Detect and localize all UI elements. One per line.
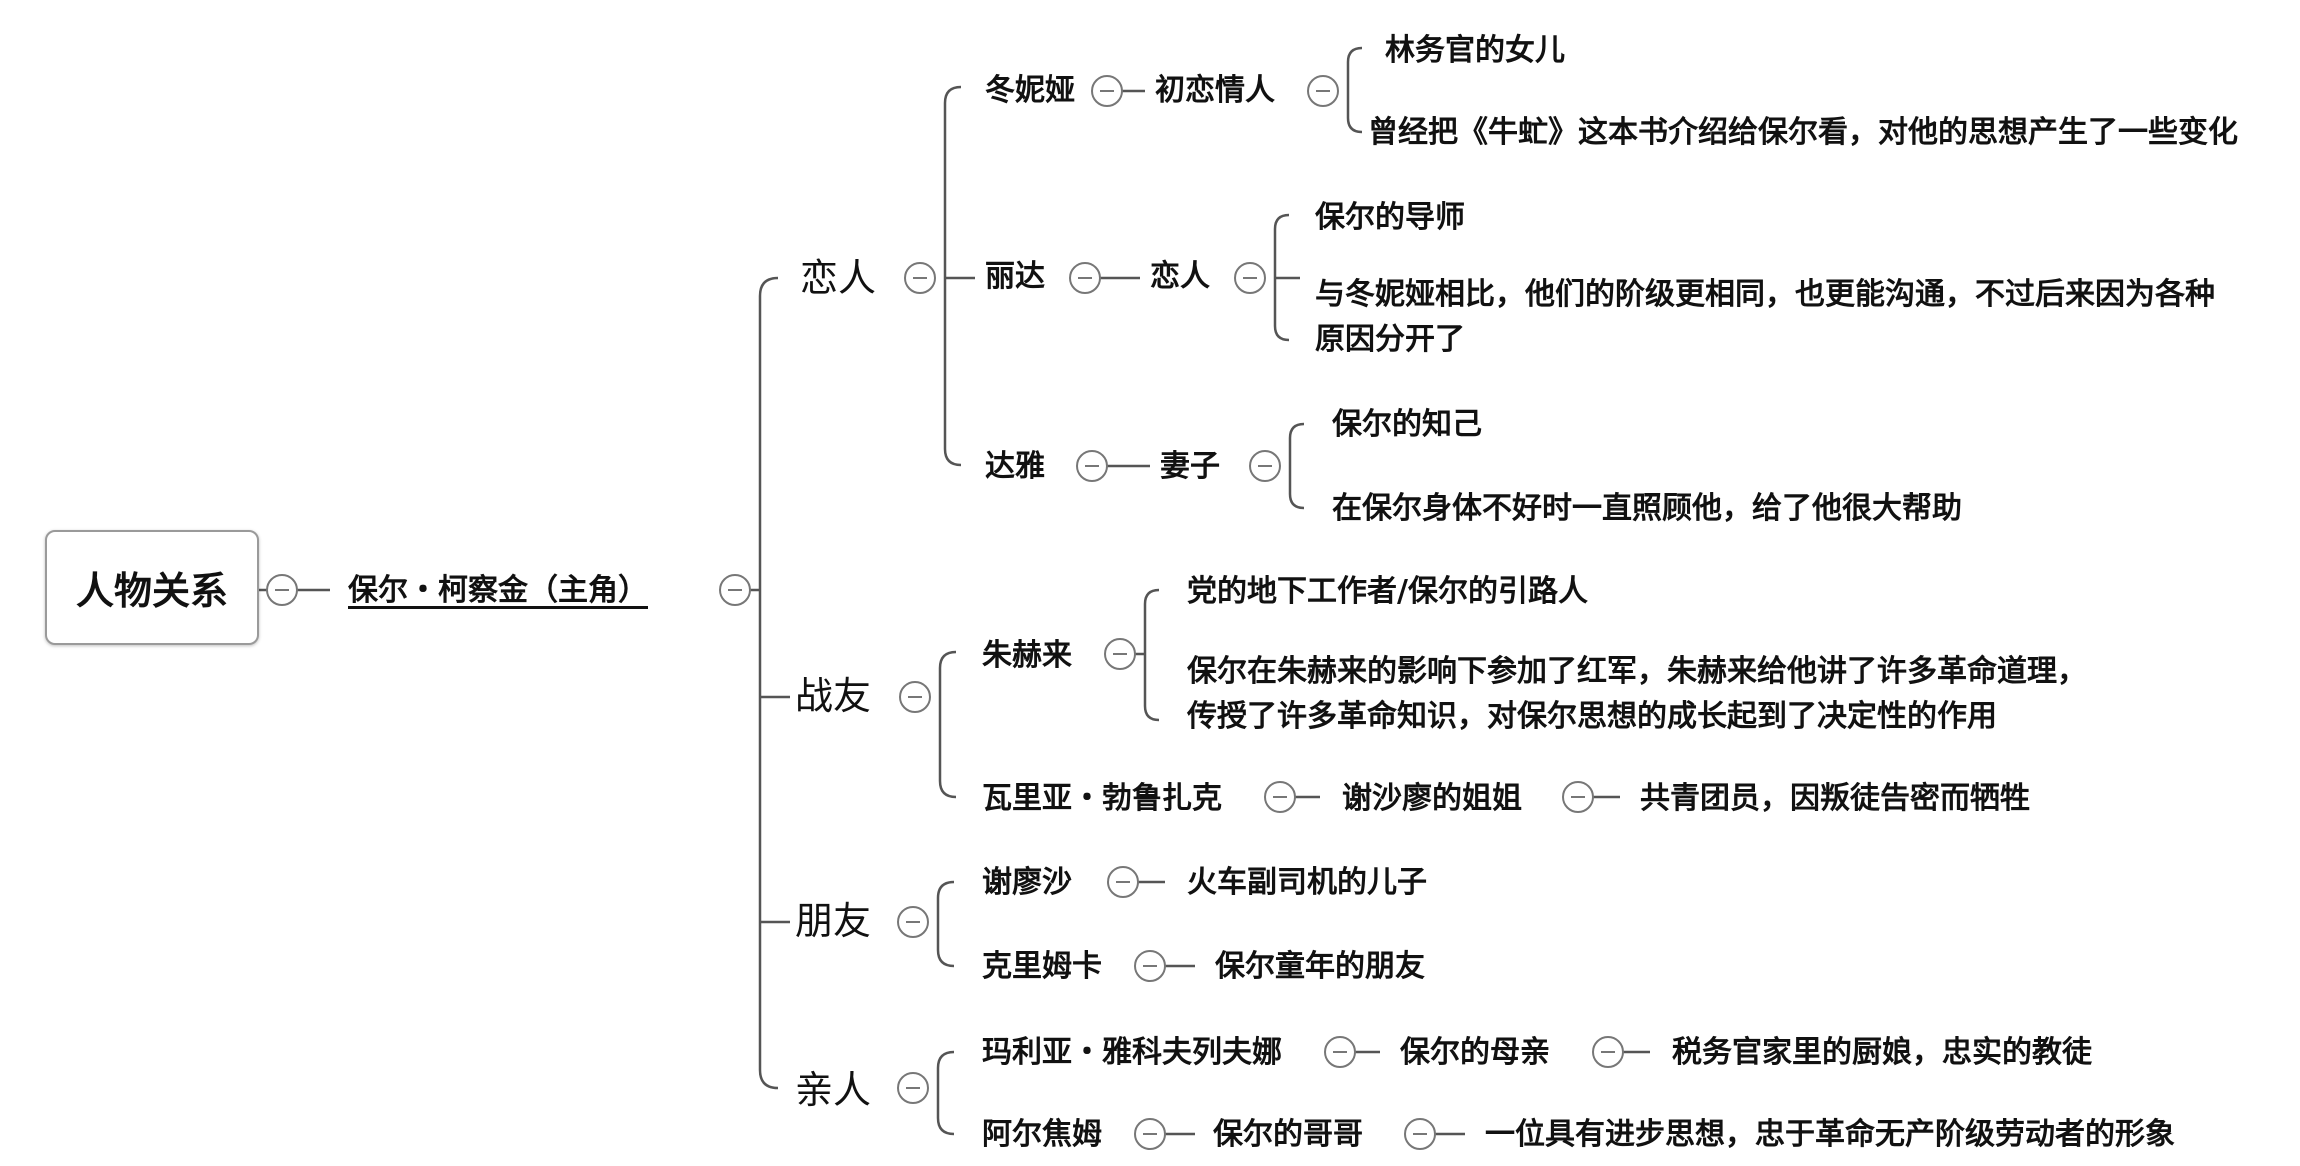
node-detail: 保尔在朱赫来的影响下参加了红军，朱赫来给他讲了许多革命道理， [1187,654,2087,689]
collapse-toggles[interactable] [266,75,1624,1150]
node-detail: 在保尔身体不好时一直照顾他，给了他很大帮助 [1332,491,1962,526]
node-detail: 传授了许多革命知识，对保尔思想的成长起到了决定性的作用 [1187,699,1997,734]
category-friends[interactable]: 朋友 [795,899,872,943]
collapse-minus-icon[interactable] [719,574,751,606]
collapse-minus-icon[interactable] [266,574,298,606]
node-role[interactable]: 恋人 [1150,259,1210,294]
collapse-minus-icon[interactable] [1264,781,1296,813]
collapse-minus-icon[interactable] [904,262,936,294]
protagonist-node[interactable]: 保尔・柯察金（主角） [348,573,648,608]
node-role[interactable]: 谢沙廖的姐姐 [1342,781,1522,816]
node-detail: 共青团员，因叛徒告密而牺牲 [1640,781,2030,816]
node-detail: 一位具有进步思想，忠于革命无产阶级劳动者的形象 [1485,1117,2175,1152]
root-node[interactable]: 人物关系 [45,530,259,645]
node-name[interactable]: 丽达 [985,259,1045,294]
collapse-minus-icon[interactable] [897,906,929,938]
bracket-line [1288,422,1305,510]
collapse-minus-icon[interactable] [897,1072,929,1104]
category-family[interactable]: 亲人 [795,1068,872,1112]
bracket-line [936,880,955,968]
connector-lines [259,46,1650,1136]
bracket-line [1143,588,1160,722]
node-detail: 党的地下工作者/保尔的引路人 [1187,574,1588,609]
collapse-minus-icon[interactable] [1592,1036,1624,1068]
node-detail: 林务官的女儿 [1385,33,1565,68]
node-name[interactable]: 阿尔焦姆 [982,1117,1102,1152]
node-detail: 保尔童年的朋友 [1215,949,1425,984]
collapse-minus-icon[interactable] [1234,262,1266,294]
node-role[interactable]: 保尔的哥哥 [1213,1117,1363,1152]
node-detail: 与冬妮娅相比，他们的阶级更相同，也更能沟通，不过后来因为各种 [1315,277,2215,312]
node-name[interactable]: 克里姆卡 [982,949,1102,984]
node-role[interactable]: 初恋情人 [1155,73,1275,108]
collapse-minus-icon[interactable] [1249,450,1281,482]
node-detail: 曾经把《牛虻》这本书介绍给保尔看，对他的思想产生了一些变化 [1368,115,2238,150]
node-role[interactable]: 保尔的母亲 [1400,1035,1550,1070]
category-comrades[interactable]: 战友 [795,674,872,718]
bracket-line [758,276,779,1090]
node-detail: 税务官家里的厨娘，忠实的教徒 [1672,1035,2092,1070]
collapse-minus-icon[interactable] [1307,75,1339,107]
bracket-line [1346,46,1363,134]
node-detail: 原因分开了 [1315,322,1465,357]
node-detail: 保尔的导师 [1315,200,1465,235]
collapse-minus-icon[interactable] [1134,950,1166,982]
node-name[interactable]: 玛利亚・雅科夫列夫娜 [982,1035,1282,1070]
collapse-minus-icon[interactable] [1091,75,1123,107]
collapse-minus-icon[interactable] [1076,450,1108,482]
node-detail: 火车副司机的儿子 [1187,865,1427,900]
node-name[interactable]: 冬妮娅 [985,73,1075,108]
category-lovers[interactable]: 恋人 [800,256,877,300]
collapse-minus-icon[interactable] [899,681,931,713]
collapse-minus-icon[interactable] [1404,1118,1436,1150]
collapse-minus-icon[interactable] [1107,866,1139,898]
bracket-line [938,650,957,799]
bracket-line [943,85,962,467]
node-name[interactable]: 达雅 [985,449,1045,484]
collapse-minus-icon[interactable] [1324,1036,1356,1068]
collapse-minus-icon[interactable] [1134,1118,1166,1150]
collapse-minus-icon[interactable] [1069,262,1101,294]
node-name[interactable]: 谢廖沙 [982,865,1072,900]
node-name[interactable]: 朱赫来 [982,638,1072,673]
node-role[interactable]: 妻子 [1160,449,1220,484]
node-detail: 保尔的知己 [1332,407,1482,442]
collapse-minus-icon[interactable] [1104,638,1136,670]
collapse-minus-icon[interactable] [1562,781,1594,813]
node-name[interactable]: 瓦里亚・勃鲁扎克 [982,781,1222,816]
bracket-line [936,1050,955,1136]
